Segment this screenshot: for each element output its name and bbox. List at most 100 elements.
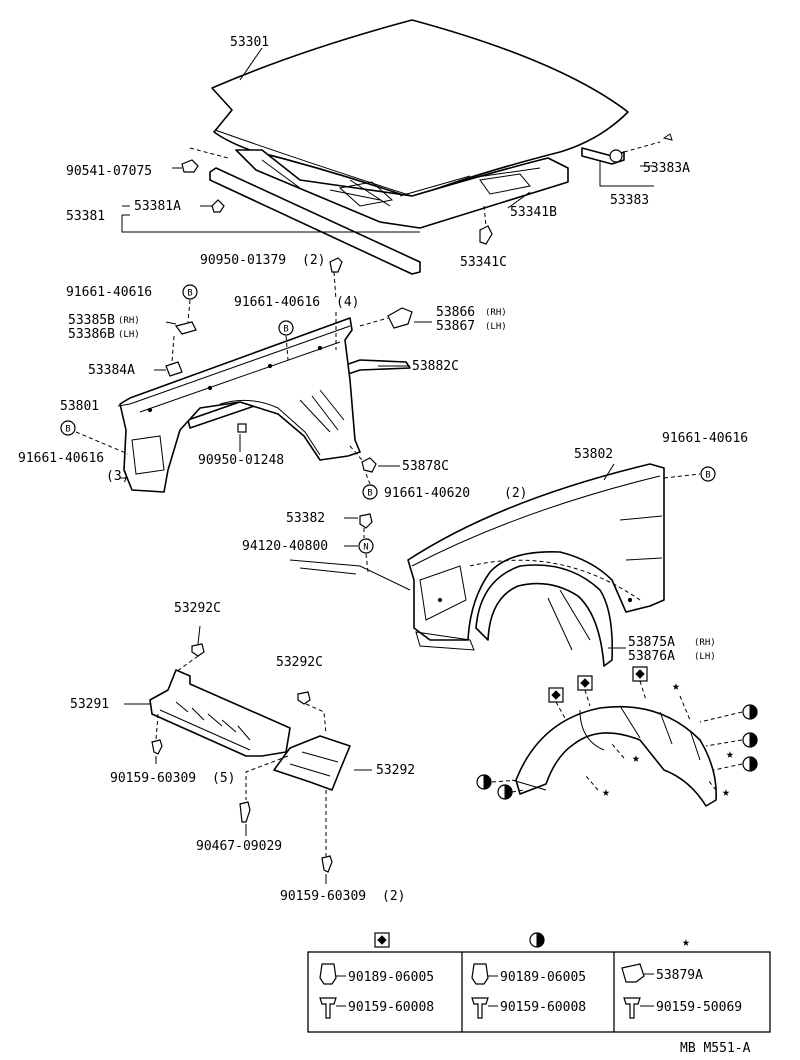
nut-b-icon	[278, 320, 294, 336]
bolt-icon	[151, 739, 163, 755]
square-diamond-icon	[632, 666, 648, 682]
label-seal-lh: 53867	[436, 319, 475, 334]
drawing-code: MB M551-A	[680, 1041, 751, 1056]
label-clip-c: 53878C	[402, 459, 449, 474]
half-circle-icon	[742, 756, 758, 772]
half-circle-icon	[529, 932, 545, 948]
legend-col3-bottom: 90159-50069	[656, 1000, 742, 1015]
screw-icon	[191, 643, 205, 657]
fender-liner-lower[interactable]	[515, 705, 717, 807]
fender-liner-lower-assembly: ★ ★ ★ ★ ★	[476, 666, 758, 807]
star-icon: ★	[682, 935, 690, 950]
nut-b-icon	[700, 466, 716, 482]
hood-leaders	[121, 47, 661, 301]
nut-icon	[471, 963, 489, 985]
label-liner-lh: 53876A	[628, 649, 675, 664]
engine-under-cover-left[interactable]	[149, 669, 291, 757]
label-seal-lh-side: (LH)	[485, 322, 507, 332]
label-hood: 53301	[230, 35, 269, 50]
screw-icon	[319, 997, 337, 1019]
hood-seal[interactable]	[209, 167, 421, 275]
label-bracket-lh: 53386B	[68, 327, 115, 342]
label-liner-rh: 53875A	[628, 635, 675, 650]
label-seal-rh: 53866	[436, 305, 475, 320]
label-fender-lh: 53801	[60, 399, 99, 414]
label-nut-b-mid: 91661-40616	[234, 295, 320, 310]
bolt-icon	[321, 855, 333, 873]
label-seal: 53381	[66, 209, 105, 224]
half-circle-icon	[476, 774, 492, 790]
screw-icon	[471, 997, 489, 1019]
label-cover-right: 53292	[376, 763, 415, 778]
nut-n-icon	[358, 538, 374, 554]
fender-right-leaders	[344, 463, 701, 649]
screw-icon	[359, 513, 373, 529]
plug-icon	[237, 423, 247, 433]
label-bolt-fender-top: 90950-01379	[200, 253, 286, 268]
label-bolt-cover-b: 90159-60309	[280, 889, 366, 904]
fender-left-assembly	[119, 307, 413, 493]
legend-col1-top: 90189-06005	[348, 970, 434, 985]
bolt-icon	[329, 257, 343, 273]
svg-text:B: B	[283, 325, 288, 335]
label-hood-bumper: 53341C	[460, 255, 507, 270]
label-plug: 90950-01248	[198, 453, 284, 468]
star-icon: ★	[602, 785, 610, 800]
fastener-legend: ★ 90189-06005 90159-60008 90189-06005 90…	[307, 932, 771, 1033]
label-nut-b-lower: 91661-40616	[18, 451, 104, 466]
label-screw-cover-b: 53292C	[276, 655, 323, 670]
clip-icon	[239, 801, 251, 823]
star-icon: ★	[726, 747, 734, 762]
fender-liner-upper[interactable]	[475, 564, 614, 667]
label-bolt-cover-a: 90159-60309	[110, 771, 196, 786]
square-diamond-icon	[577, 675, 593, 691]
label-nut-n: 94120-40800	[242, 539, 328, 554]
label-nut-b-lower-qty: (3)	[106, 469, 129, 484]
square-diamond-icon	[548, 687, 564, 703]
label-seal-rh-side: (RH)	[485, 308, 507, 318]
screw-icon	[297, 691, 311, 705]
hood-inner-panel[interactable]	[235, 149, 569, 229]
label-nut-b-bottom-qty: (2)	[504, 486, 527, 501]
label-nut-b-left: 91661-40616	[66, 285, 152, 300]
label-screw-53382: 53382	[286, 511, 325, 526]
cushion-icon	[165, 361, 183, 377]
label-fender-seal: 53882C	[412, 359, 459, 374]
label-cover-left: 53291	[70, 697, 109, 712]
half-circle-icon	[497, 784, 513, 800]
under-cover-leaders	[124, 625, 372, 884]
fender-right-panel[interactable]	[407, 463, 665, 641]
fender-left-panel[interactable]	[119, 317, 361, 493]
nut-b-icon	[182, 284, 198, 300]
screw-icon	[623, 997, 641, 1019]
star-icon: ★	[722, 785, 730, 800]
part-labels: 53301 90541-07075 53381A 53381 53383A 53…	[18, 35, 748, 904]
hood-panel[interactable]	[211, 19, 629, 199]
fender-seal-strip[interactable]	[187, 359, 411, 429]
seal-clip-icon	[211, 199, 225, 213]
half-circle-icon	[742, 732, 758, 748]
square-diamond-icon	[374, 932, 390, 948]
label-hood-bracket: 53383	[610, 193, 649, 208]
label-nut-b-rh: 91661-40616	[662, 431, 748, 446]
svg-text:N: N	[363, 543, 368, 553]
hood-hinge-bracket-icon	[174, 321, 197, 335]
label-bolt-cover-b-qty: (2)	[382, 889, 405, 904]
legend-col2-bottom: 90159-60008	[500, 1000, 586, 1015]
label-liner-rh-side: (RH)	[694, 638, 716, 648]
label-nut-b-mid-qty: (4)	[336, 295, 359, 310]
label-bracket-rh-side: (RH)	[118, 316, 140, 326]
engine-under-cover-right[interactable]	[273, 735, 351, 791]
half-circle-icon	[742, 704, 758, 720]
engine-under-covers	[149, 643, 351, 873]
label-nut-b-bottom: 91661-40620	[384, 486, 470, 501]
label-screw-cover-a: 53292C	[174, 601, 221, 616]
label-cushion: 53384A	[88, 363, 135, 378]
star-icon: ★	[632, 751, 640, 766]
star-icon: ★	[672, 679, 680, 694]
clip-nut-icon	[621, 963, 645, 983]
legend-col2-top: 90189-06005	[500, 970, 586, 985]
nut-b-icon	[362, 484, 378, 500]
label-liner-lh-side: (LH)	[694, 652, 716, 662]
label-seal-clip: 53381A	[134, 199, 181, 214]
